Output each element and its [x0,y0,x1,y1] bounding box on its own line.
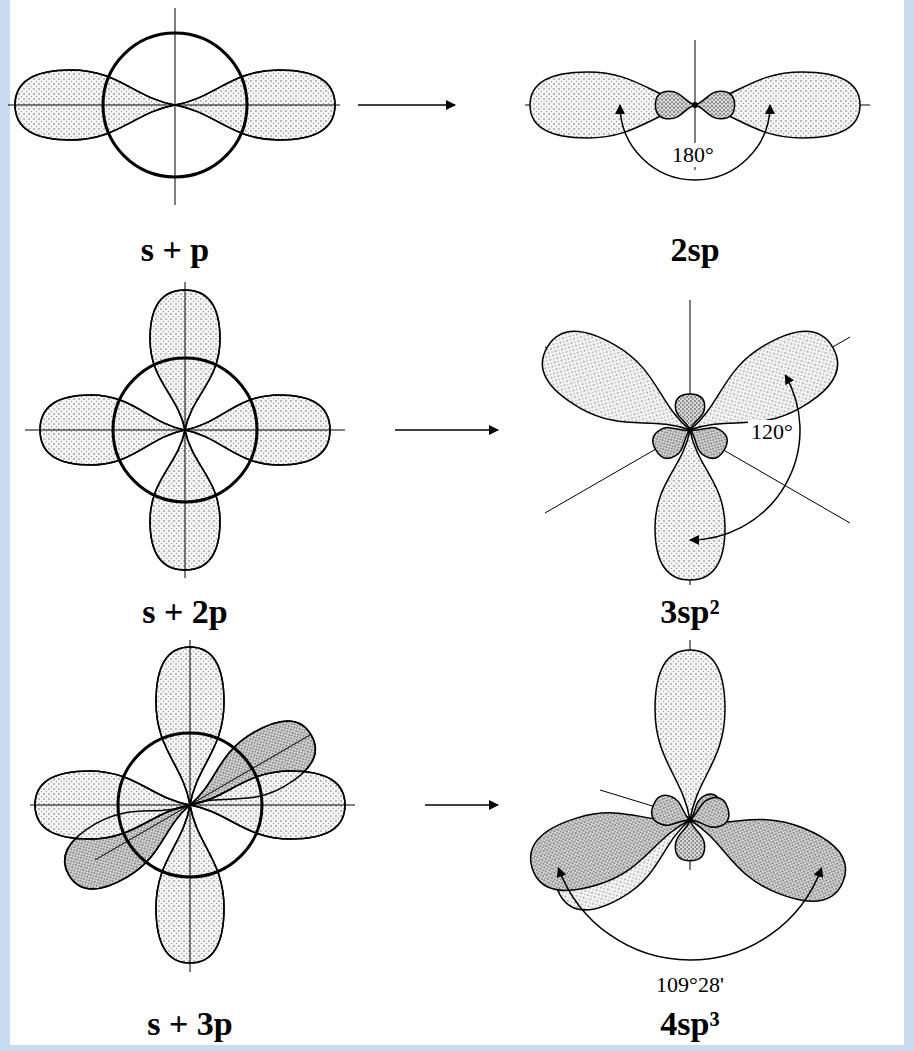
formula-label: 3sp² [660,595,719,629]
angle-arc [620,105,770,180]
axis-line [8,105,340,106]
page-ground [10,0,904,1045]
orbital-lobe [686,794,732,834]
angle-label: 180° [669,143,717,167]
orbital-lobe [675,820,704,861]
hybrid-orbitals [522,640,856,924]
atomic-orbitals [8,8,340,205]
s-orbital-sphere [103,33,247,177]
angle-arc [558,868,821,960]
atomic-orbitals [30,640,355,972]
s-orbital-sphere [113,358,257,502]
transform-arrow [425,804,498,806]
orbital-lobe [648,792,696,834]
transform-arrow [358,104,455,106]
hybrid-orbitals [525,40,870,170]
orbital-lobe [522,787,700,902]
hybrid-orbitals [529,300,851,585]
formula-label: s + p [141,233,210,267]
orbital-lobe [675,394,704,430]
orbital-lobe [682,417,731,463]
s-orbital-sphere [118,733,262,877]
formula-label: s + 2p [142,595,228,629]
nucleus-dot [692,102,698,108]
angle-label: 120° [748,420,796,444]
axis-line [190,640,191,972]
axis-line [185,282,186,578]
formula-label: 2sp [670,233,719,267]
axis-line [30,805,355,806]
atomic-orbitals [25,282,345,578]
orbital-lobe [648,417,697,463]
transform-arrow [395,429,498,431]
formula-label: s + 3p [147,1007,233,1041]
orbital-lobe [695,72,860,138]
axis-line [175,8,176,205]
angle-label: 109°28' [653,973,727,997]
angle-arc [690,375,800,540]
formula-label: 4sp³ [660,1007,719,1041]
nucleus-dot [687,817,693,823]
orbital-lobe [655,91,695,119]
orbital-lobe [530,72,695,138]
nucleus-dot [687,427,693,433]
orbital-lobe [695,91,735,119]
